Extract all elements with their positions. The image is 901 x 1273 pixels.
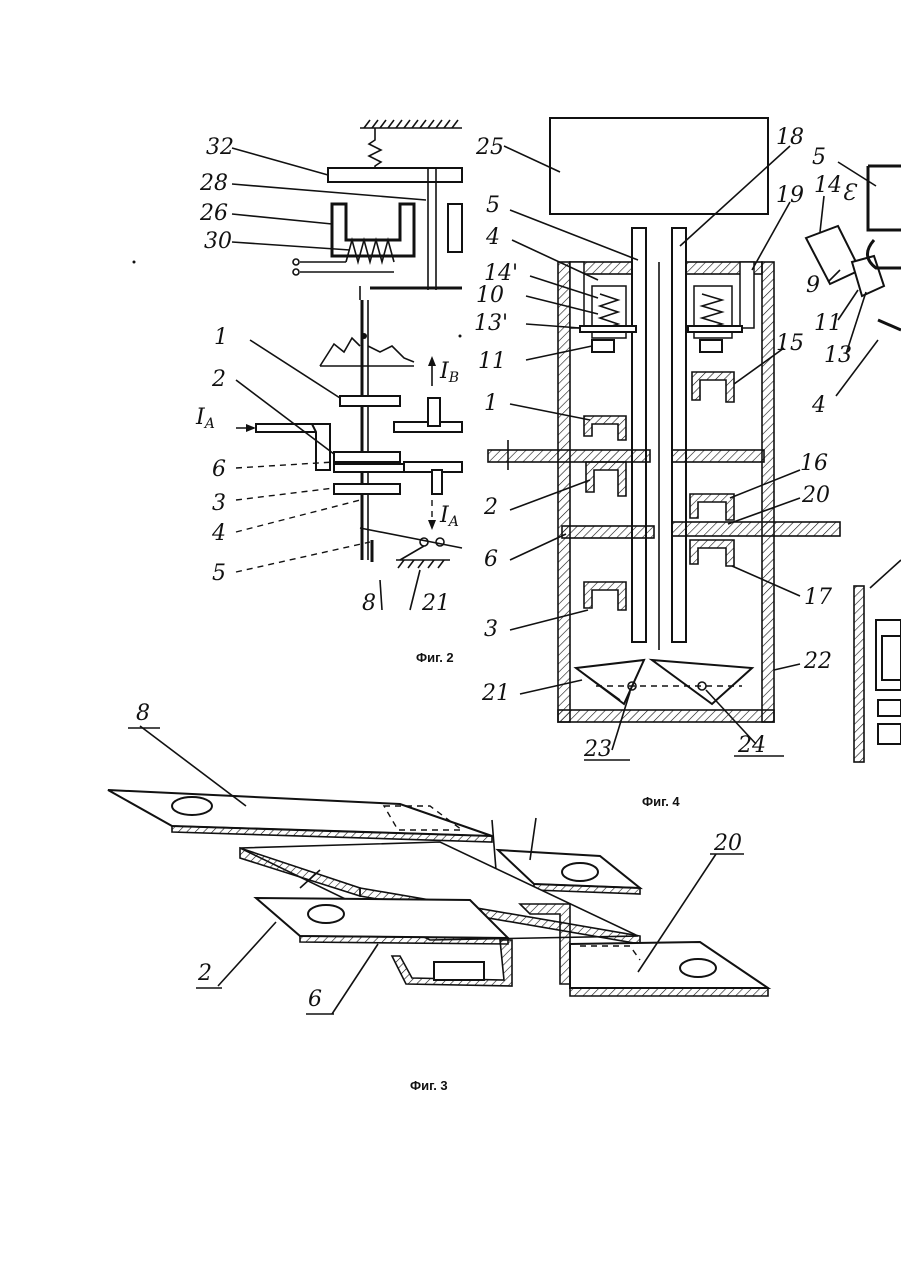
fig2-label-32: 32 [206,135,234,160]
fig3-label-6: 6 [308,987,322,1012]
fig2-label-1: 1 [214,325,228,350]
fig4-label-23: 23 [583,737,612,762]
fig4-label-3: 3 [484,617,498,642]
fig4-label-18: 18 [776,125,804,150]
figure-3: 8 20 2 6 Фиг. 3 [108,701,768,1093]
current-label-ia-out: IA [439,503,459,530]
fig2-label-4: 4 [211,521,226,546]
side-label-13: 13 [824,343,852,368]
fig4-label-4: 4 [485,225,500,250]
fig4-label-25: 25 [475,135,504,160]
fig4-label-22: 22 [803,649,832,674]
fig4-label-17: 17 [804,585,832,610]
fig4-label-24: 24 [737,733,766,758]
side-label-4: 4 [811,393,826,418]
fig2-label-3: 3 [212,491,226,516]
fig4-label-20: 20 [801,483,830,508]
fig2-label-21: 21 [421,591,450,616]
fig4-caption: Фиг. 4 [642,794,680,809]
fig4-label-2: 2 [483,495,498,520]
fig4-label-13p: 13' [474,311,508,336]
fig4-label-19: 19 [776,183,804,208]
fig4-label-6: 6 [484,547,498,572]
fig4-label-5: 5 [486,193,500,218]
fig4-label-10: 10 [476,283,504,308]
fig2-label-8: 8 [362,591,376,616]
fig2-label-6: 6 [212,457,226,482]
fig4-label-1: 1 [484,391,498,416]
fig3-caption: Фиг. 3 [410,1078,448,1093]
fig2-label-2: 2 [211,367,226,392]
fig3-label-8: 8 [136,701,150,726]
current-label-ia-in: IA [195,405,215,432]
fig4-label-16: 16 [800,451,828,476]
fig2-label-26: 26 [199,201,228,226]
fig2-label-30: 30 [204,229,232,254]
fig4-label-15: 15 [776,331,804,356]
fig4-label-11: 11 [478,349,506,374]
side-label-11: 11 [814,311,842,336]
fig2-label-5: 5 [212,561,226,586]
side-label-5: 5 [812,145,826,170]
fig2-caption: Фиг. 2 [416,650,454,665]
fig4-label-21: 21 [481,681,510,706]
figure-2: 32 28 26 30 1 2 6 3 4 5 8 21 IB IA IA Фи… [195,120,462,665]
svg-text:Ɛ: Ɛ [842,181,858,206]
fig3-label-20: 20 [713,831,742,856]
fig3-label-2: 2 [197,961,212,986]
side-label-14: 14 [814,173,842,198]
fig2-label-28: 28 [199,171,228,196]
figure-4: 25 18 19 5 4 14' 10 13' 11 15 1 16 20 2 … [474,118,840,809]
current-label-ib: IB [439,359,459,386]
side-label-9: 9 [806,273,820,298]
